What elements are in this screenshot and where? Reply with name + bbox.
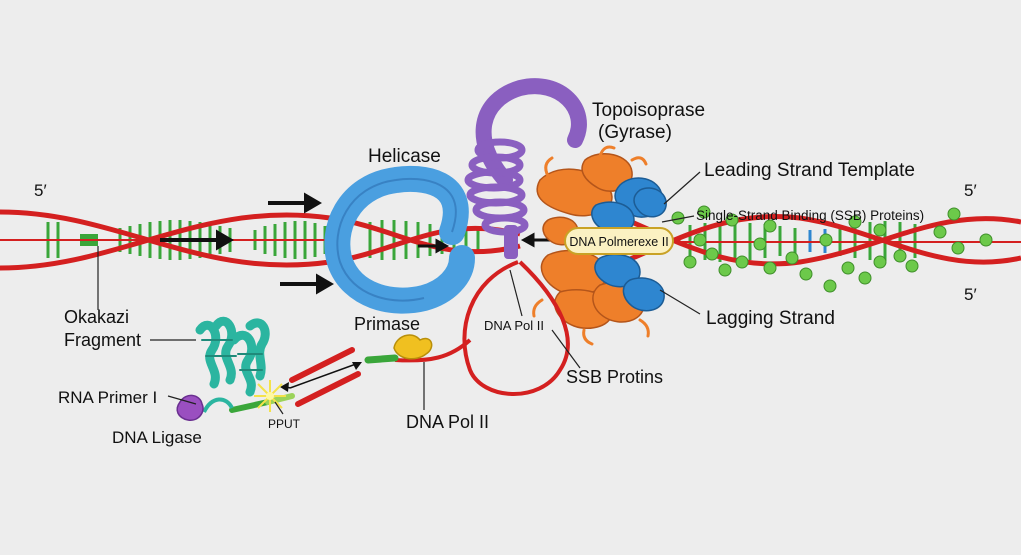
five-prime-right-top-label: 5′ [964,181,977,200]
helicase-label: Helicase [368,146,441,167]
primer-arrow-line [289,363,357,389]
leader-lines [97,171,701,415]
primase-protein [393,334,433,360]
lagging-strand-loop [462,260,570,396]
small-arrows [418,232,560,254]
rna-primer-label: RNA Primer I [58,388,157,407]
ligation-spark-core [266,392,274,400]
topoisomerase-label-line1: Topoisoprase [592,100,705,121]
lagging-strand-to-primase [394,338,472,363]
five-prime-right-bottom-label: 5′ [964,285,977,304]
dna-ligase-label: DNA Ligase [112,428,202,447]
dna-ligase-protein [176,394,234,421]
dna-pol-small-label: DNA Pol II [484,318,544,333]
primer-arrow-head [352,362,362,370]
dna-polymerase-label: DNA Polmerexe II [569,235,668,249]
okazaki-label-line2: Fragment [64,330,141,350]
topoisomerase-protein [464,78,587,259]
ssb-proteins-top-label: Single-Strand Binding (SSB) Proteins) [696,208,924,223]
pput-label: PPUT [268,417,301,431]
dna-pol-bottom-label: DNA Pol II [406,412,489,432]
okazaki-fragment-proteins [195,316,270,397]
topoisomerase-label-line2: (Gyrase) [598,122,672,143]
primase-label: Primase [354,314,420,334]
ssb-proteins-bottom-label: SSB Protins [566,367,663,387]
five-prime-left-label: 5′ [34,181,47,200]
lagging-strand-fragments [229,347,399,413]
direction-arrows [160,192,334,295]
leading-strand-label: Leading Strand Template [704,160,915,181]
polymerase-capsule [564,227,674,255]
polymerase-complex [532,145,667,346]
helicase-ring [324,165,475,314]
left-strand-bottom [0,212,521,271]
ssb-protein-dots [671,205,993,293]
lagging-strand-label: Lagging Strand [706,308,835,329]
okazaki-label-line1: Okakazi [64,307,129,327]
pput-arrow-head [280,382,289,392]
